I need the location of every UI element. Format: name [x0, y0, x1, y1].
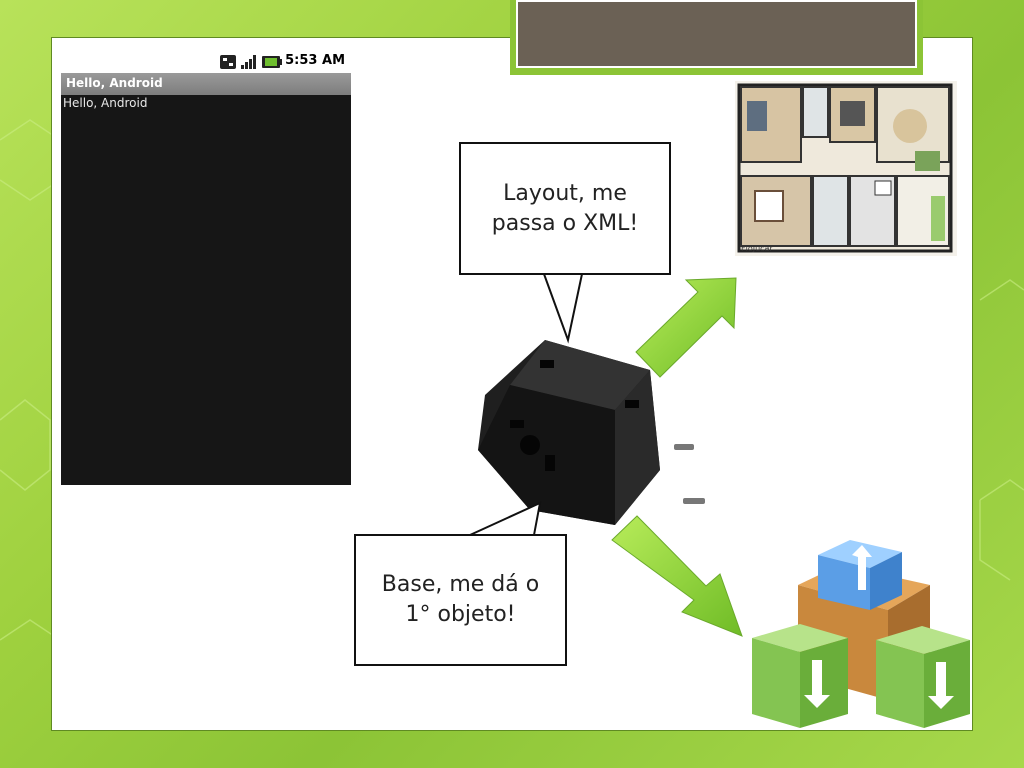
signal-icon [241, 55, 256, 69]
title-box-inner [516, 0, 917, 68]
app-title: Hello, Android [66, 76, 163, 90]
speech-bubble-base: Base, me dá o 1° objeto! [354, 534, 567, 666]
floor-plan-watermark: FloJucar [741, 244, 773, 253]
speech-bubble-layout: Layout, me passa o XML! [459, 142, 671, 275]
android-screen: 5:53 AM Hello, Android Hello, Android [61, 51, 351, 485]
title-box [510, 0, 923, 75]
usb-icon [220, 55, 236, 69]
app-title-bar: Hello, Android [61, 73, 351, 95]
status-time: 5:53 AM [285, 53, 345, 68]
status-bar: 5:53 AM [61, 51, 351, 73]
battery-icon [262, 56, 282, 68]
floor-plan-image: FloJucar [735, 81, 957, 256]
base-bubble-line2: 1° objeto! [405, 602, 516, 627]
app-content-text: Hello, Android [63, 96, 148, 110]
layout-bubble-line2: passa o XML! [491, 210, 639, 236]
layout-bubble-line1: Layout, me [503, 180, 627, 206]
base-bubble-line1: Base, me dá o [381, 572, 540, 597]
